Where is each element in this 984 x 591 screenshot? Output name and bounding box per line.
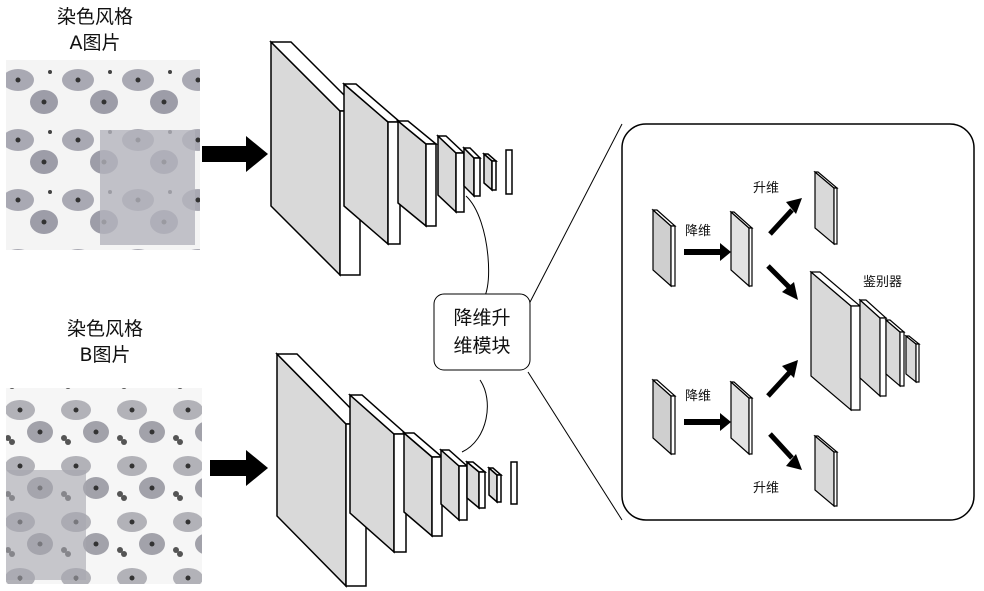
input-b-label-line2: B图片 [79, 344, 131, 366]
discriminator-stack [809, 270, 921, 412]
arrow-downsample-b-icon [684, 413, 731, 431]
callout-line1: 降维升 [453, 307, 510, 329]
detail-input-b [651, 378, 677, 456]
cnn-stack-a [269, 40, 513, 277]
input-a-label-line1: 染色风格 [56, 6, 133, 28]
arrow-a-right-icon [202, 136, 268, 172]
callout-line2: 维模块 [453, 335, 510, 357]
cnn-stack-b [275, 352, 518, 588]
arrow-downsample-a-icon [684, 243, 731, 261]
upsample-cube-b [813, 434, 839, 508]
zoom-line-top [527, 123, 623, 307]
input-b-label-line1: 染色风格 [66, 318, 143, 340]
detail-feature-a [729, 210, 754, 288]
arrow-b-right-icon [210, 450, 268, 486]
upsample-cube-a [813, 170, 839, 246]
input-a-label: 染色风格 A图片 [40, 4, 150, 56]
upsample-label-bottom: 升维 [753, 481, 779, 496]
detail-panel: 降维 升维 鉴别器 [621, 123, 975, 521]
input-a-label-line2: A图片 [69, 32, 121, 54]
discriminator-label: 鉴别器 [863, 275, 902, 290]
arrow-upsample-a-icon [768, 198, 802, 236]
detail-feature-b [729, 380, 754, 456]
arrow-to-discriminator-b-icon [766, 360, 798, 398]
arrow-upsample-b-icon [768, 432, 802, 470]
upsample-label-top: 升维 [753, 181, 779, 196]
downsample-label-top: 降维 [685, 224, 711, 239]
detail-input-a [651, 208, 677, 288]
stain-a-image [6, 60, 200, 250]
downsample-label-bottom: 降维 [685, 389, 711, 404]
stain-b-image [6, 388, 202, 584]
zoom-line-bottom [527, 371, 623, 521]
input-b-label: 染色风格 B图片 [50, 316, 160, 368]
arrow-to-discriminator-a-icon [766, 264, 798, 300]
callout-box: 降维升 维模块 [433, 293, 531, 371]
